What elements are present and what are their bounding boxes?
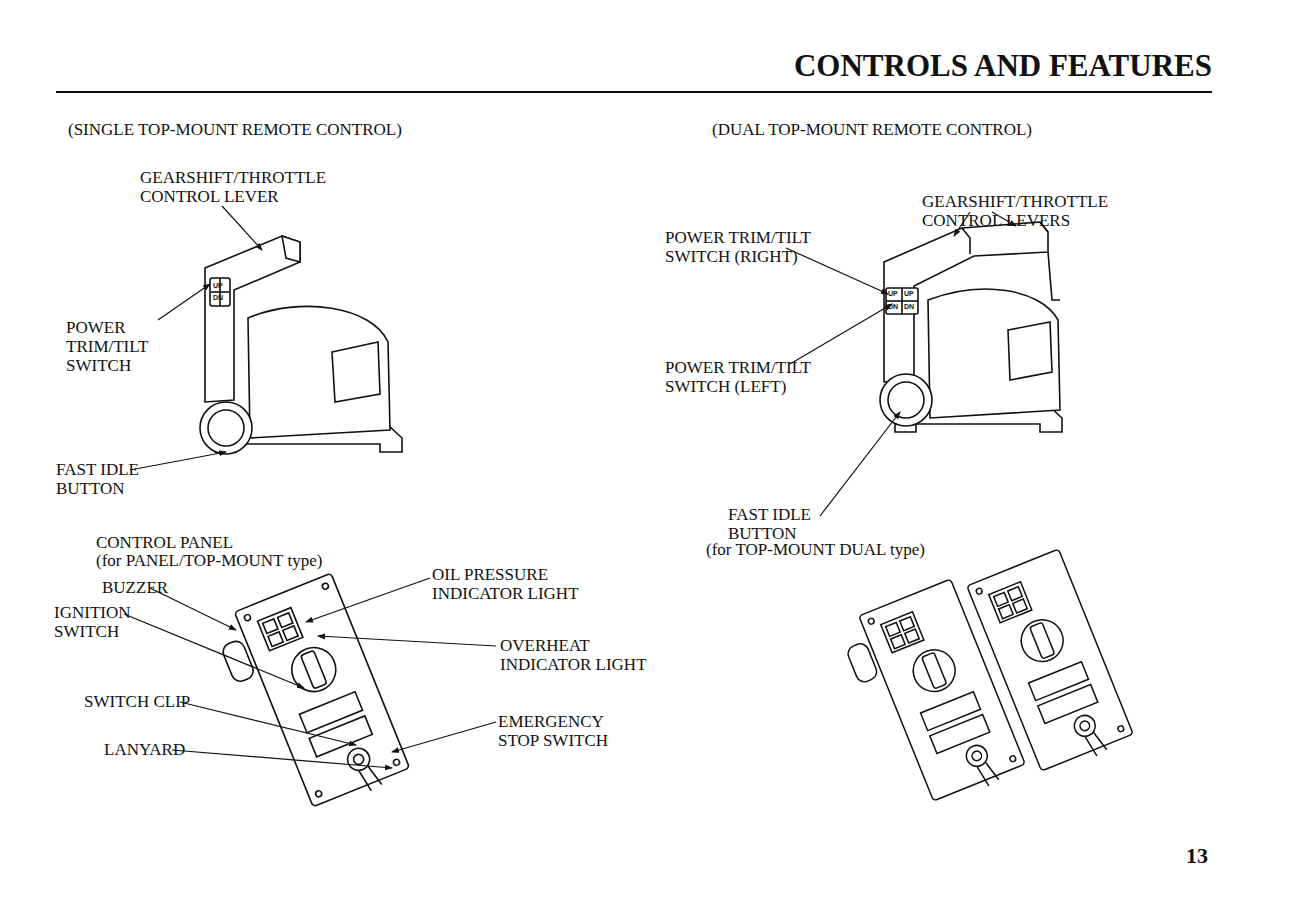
dual-control-illustration bbox=[880, 222, 1062, 432]
part-label: POWER TRIM/TILT SWITCH (RIGHT) bbox=[665, 228, 835, 266]
part-label: POWER TRIM/TILT SWITCH (LEFT) bbox=[665, 358, 835, 396]
switch-marking: UP bbox=[904, 290, 920, 298]
part-label: FAST IDLE BUTTON bbox=[728, 505, 838, 543]
switch-marking: DN bbox=[888, 303, 904, 311]
part-label: OIL PRESSURE INDICATOR LIGHT bbox=[432, 565, 612, 603]
part-label: GEARSHIFT/THROTTLE CONTROL LEVER bbox=[140, 168, 390, 206]
switch-marking: UP bbox=[213, 282, 229, 290]
part-label: GEARSHIFT/THROTTLE CONTROL LEVERS bbox=[922, 192, 1172, 230]
page-title: CONTROLS AND FEATURES bbox=[794, 48, 1212, 84]
part-label: IGNITION SWITCH bbox=[54, 603, 154, 641]
part-label: POWER TRIM/TILT SWITCH bbox=[66, 318, 166, 375]
part-label: FAST IDLE BUTTON bbox=[56, 460, 166, 498]
section-heading: (SINGLE TOP-MOUNT REMOTE CONTROL) bbox=[68, 120, 508, 139]
sub-heading: (for TOP-MOUNT DUAL type) bbox=[706, 540, 1026, 559]
sub-heading: (for PANEL/TOP-MOUNT type) bbox=[96, 551, 416, 570]
switch-marking: UP bbox=[888, 290, 904, 298]
part-label: OVERHEAT INDICATOR LIGHT bbox=[500, 636, 680, 674]
leader-lines bbox=[124, 206, 1016, 768]
section-heading: (DUAL TOP-MOUNT REMOTE CONTROL) bbox=[712, 120, 1152, 139]
switch-marking: DN bbox=[904, 303, 920, 311]
dual-panel-right-illustration bbox=[967, 549, 1136, 777]
sub-heading: CONTROL PANEL bbox=[96, 533, 416, 552]
part-label: BUZZER bbox=[102, 578, 222, 597]
part-label: EMERGENCY STOP SWITCH bbox=[498, 712, 638, 750]
page-number: 13 bbox=[1186, 846, 1236, 865]
control-panel-illustration bbox=[210, 573, 412, 823]
single-control-illustration bbox=[200, 236, 402, 454]
switch-marking: DN bbox=[213, 294, 229, 302]
part-label: SWITCH CLIP bbox=[84, 692, 284, 711]
header-rule bbox=[56, 91, 1212, 93]
part-label: LANYARD bbox=[104, 740, 254, 759]
